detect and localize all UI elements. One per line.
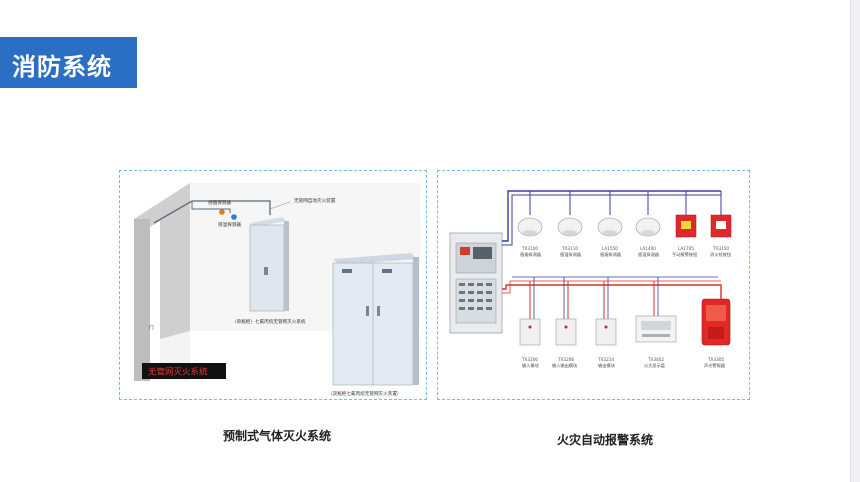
device-name: 输入输出模块 <box>552 362 578 369</box>
device-name: 输入模块 <box>522 362 540 369</box>
door-label: 门 <box>149 324 154 331</box>
smoke-detector-label: 感烟探测器 <box>208 199 231 206</box>
input-module-icon <box>519 318 541 346</box>
fire-display-panel-icon <box>635 315 677 343</box>
device-code: TX3110 <box>561 246 578 251</box>
device-name: 声光警报器 <box>704 362 726 369</box>
manual-alarm-button-icon <box>675 214 697 238</box>
black-tag-label: 无管网灭火系统 <box>148 367 208 378</box>
fire-alarm-illustration: TX3100 感烟探测器 TX3110 感温探测器 LA1550 感烟探测器 L… <box>449 190 732 369</box>
device-name: 感烟探测器 <box>520 251 542 258</box>
heat-detector-icon <box>635 217 661 237</box>
device-name: 感烟探测器 <box>600 251 622 258</box>
gas-system-illustration: 感烟探测器 感温探测器 无管网自动灭火装置 （单瓶柜）七氟丙烷无管网灭火系统 门… <box>134 183 420 397</box>
smoke-detector-icon <box>597 217 623 237</box>
gas-extinguishing-system-image: 感烟探测器 感温探测器 无管网自动灭火装置 （单瓶柜）七氟丙烷无管网灭火系统 门… <box>119 170 427 400</box>
heat-detector-label: 感温探测器 <box>218 221 241 228</box>
device-code: TX3214 <box>597 357 614 362</box>
device-name: 感温探测器 <box>560 251 582 258</box>
device-code: TX3150 <box>712 246 729 251</box>
device-code: LA1400 <box>640 246 656 251</box>
device-name: 消火栓按钮 <box>710 251 731 258</box>
output-module-icon <box>595 318 617 346</box>
right-edge-bar <box>850 0 860 482</box>
device-code: TX3402 <box>647 357 664 362</box>
smoke-detector-icon <box>517 217 543 237</box>
sound-light-alarm-icon <box>701 298 731 346</box>
device-code: TX3100 <box>521 246 538 251</box>
cabinet-top-label: 无管网自动灭火装置 <box>294 197 336 204</box>
fire-alarm-caption: 火灾自动报警系统 <box>557 433 654 447</box>
device-code: LA1550 <box>602 246 618 251</box>
input-output-module-icon <box>555 318 577 346</box>
device-code: TX3200 <box>521 357 538 362</box>
device-name: 感温探测器 <box>638 251 660 258</box>
double-cabinet-label: （双瓶柜七氟丙烷无管网灭火装置） <box>328 390 402 397</box>
device-name: 输出模块 <box>598 362 616 369</box>
hydrant-button-icon <box>710 214 732 238</box>
device-name: 手动报警按钮 <box>672 251 697 258</box>
device-name: 火灾显示盘 <box>644 362 665 369</box>
section-title-bar: 消防系统 <box>0 37 137 88</box>
single-cabinet-label: （单瓶柜）七氟丙烷无管网灭火系统 <box>232 318 306 325</box>
fire-alarm-system-image: TX3100 感烟探测器 TX3110 感温探测器 LA1550 感烟探测器 L… <box>437 170 750 400</box>
gas-system-caption: 预制式气体灭火系统 <box>223 429 332 443</box>
heat-detector-icon <box>557 217 583 237</box>
device-code: TX3305 <box>707 357 724 362</box>
section-title: 消防系统 <box>12 53 112 81</box>
device-code: TX3206 <box>557 357 574 362</box>
device-code: LA1705 <box>678 246 694 251</box>
